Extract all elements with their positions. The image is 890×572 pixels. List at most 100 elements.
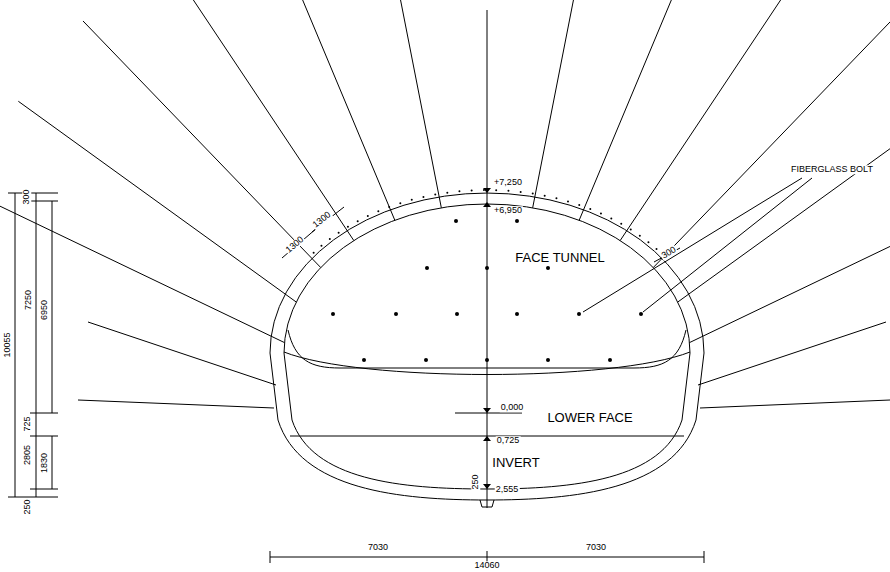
face-bolt [608,358,612,362]
face-bolt [394,312,398,316]
dimension-text: 7250 [24,289,33,311]
dimension-text: 300 [22,188,31,205]
umbrella-dot [347,226,349,228]
elevation-mark [483,188,491,193]
dimension-text: 7030 [367,543,389,552]
umbrella-dot [532,193,534,195]
face-bolt [546,266,550,270]
radial-bolt [579,0,711,220]
radial-bolt [18,101,296,302]
dimension-tick [8,193,58,194]
umbrella-dot [388,206,390,208]
umbrella-dot [544,195,546,197]
face-bolt [424,358,428,362]
elevation-text: 2,555 [495,485,520,494]
zone-label: FACE TUNNEL [514,251,605,265]
umbrella-dot [507,190,509,192]
dimension-line [52,436,53,489]
leader-line [643,178,812,312]
face-bolt [577,312,581,316]
face-bolt [362,358,366,362]
level-line [700,400,890,408]
dimension-text: 6950 [40,299,49,321]
elevation-text: +7,250 [493,178,523,187]
dimension-text: 7030 [585,543,607,552]
umbrella-dot [367,215,369,217]
outer-lining [270,193,704,500]
umbrella-dot [357,220,359,222]
callout-label: FIBERGLASS BOLT [790,165,874,174]
radial-bolt [678,101,890,302]
dimension-text: 10055 [3,331,12,358]
face-bolt [515,312,519,316]
elevation-text: +6,950 [493,206,523,215]
umbrella-dot [329,238,331,240]
umbrella-dot [313,252,315,254]
dimension-text: 250 [23,498,32,515]
umbrella-dot [639,235,641,237]
elevation-mark [483,408,491,413]
inner-lining [284,204,690,489]
umbrella-dot [600,213,602,215]
dimension-tick [30,201,58,202]
face-bolt [485,358,489,362]
face-bolt [454,219,458,223]
umbrella-dot [567,200,569,202]
face-bolt [331,312,335,316]
umbrella-dot [446,192,448,194]
face-bolt [546,358,550,362]
dimension-tick [30,489,58,490]
face-bolt [639,312,643,316]
radial-bolt [83,21,321,268]
radial-bolt [690,194,890,342]
umbrella-dot [555,197,557,199]
level-line [78,400,274,408]
dimension-text: 250 [471,473,480,490]
face-bolt [425,266,429,270]
dimension-text: 2805 [23,444,32,466]
radial-bolt [533,0,599,208]
radial-bolt [376,0,442,208]
elevation-mark [483,484,491,489]
dimension-tick [704,551,705,563]
umbrella-dot [495,189,497,191]
elevation-text: 0,725 [496,436,521,445]
radial-bolt [620,0,810,241]
umbrella-dot [630,229,632,231]
zone-label: LOWER FACE [546,411,633,425]
dimension-line [52,201,53,413]
umbrella-dot [483,189,485,191]
umbrella-dot [338,232,340,234]
umbrella-dot [320,245,322,247]
umbrella-dot [471,189,473,191]
dimension-text: 725 [23,415,32,432]
dimension-text: 1300 [284,234,307,255]
umbrella-dot [434,194,436,196]
umbrella-dot [458,190,460,192]
umbrella-dot [422,196,424,198]
radial-bolt [0,194,284,342]
umbrella-dot [647,241,649,243]
dimension-tick [270,551,271,563]
face-bolt [485,266,489,270]
umbrella-dot [520,191,522,193]
umbrella-dot [399,202,401,204]
face-bolt [515,219,519,223]
dimension-text: 14060 [473,561,500,570]
elevation-mark [483,202,491,207]
umbrella-dot [589,208,591,210]
umbrella-dot [620,223,622,225]
umbrella-dot [377,210,379,212]
bench-line [288,330,686,368]
dimension-tick [8,497,58,498]
dimension-line [36,193,37,497]
dimension-tick [30,413,58,414]
radial-bolt [653,21,890,268]
dimension-tick [30,436,58,437]
dimension-line [15,193,16,497]
radial-bolt [698,322,886,385]
elevation-text: 0,000 [500,403,525,412]
radial-bolt [164,0,354,241]
